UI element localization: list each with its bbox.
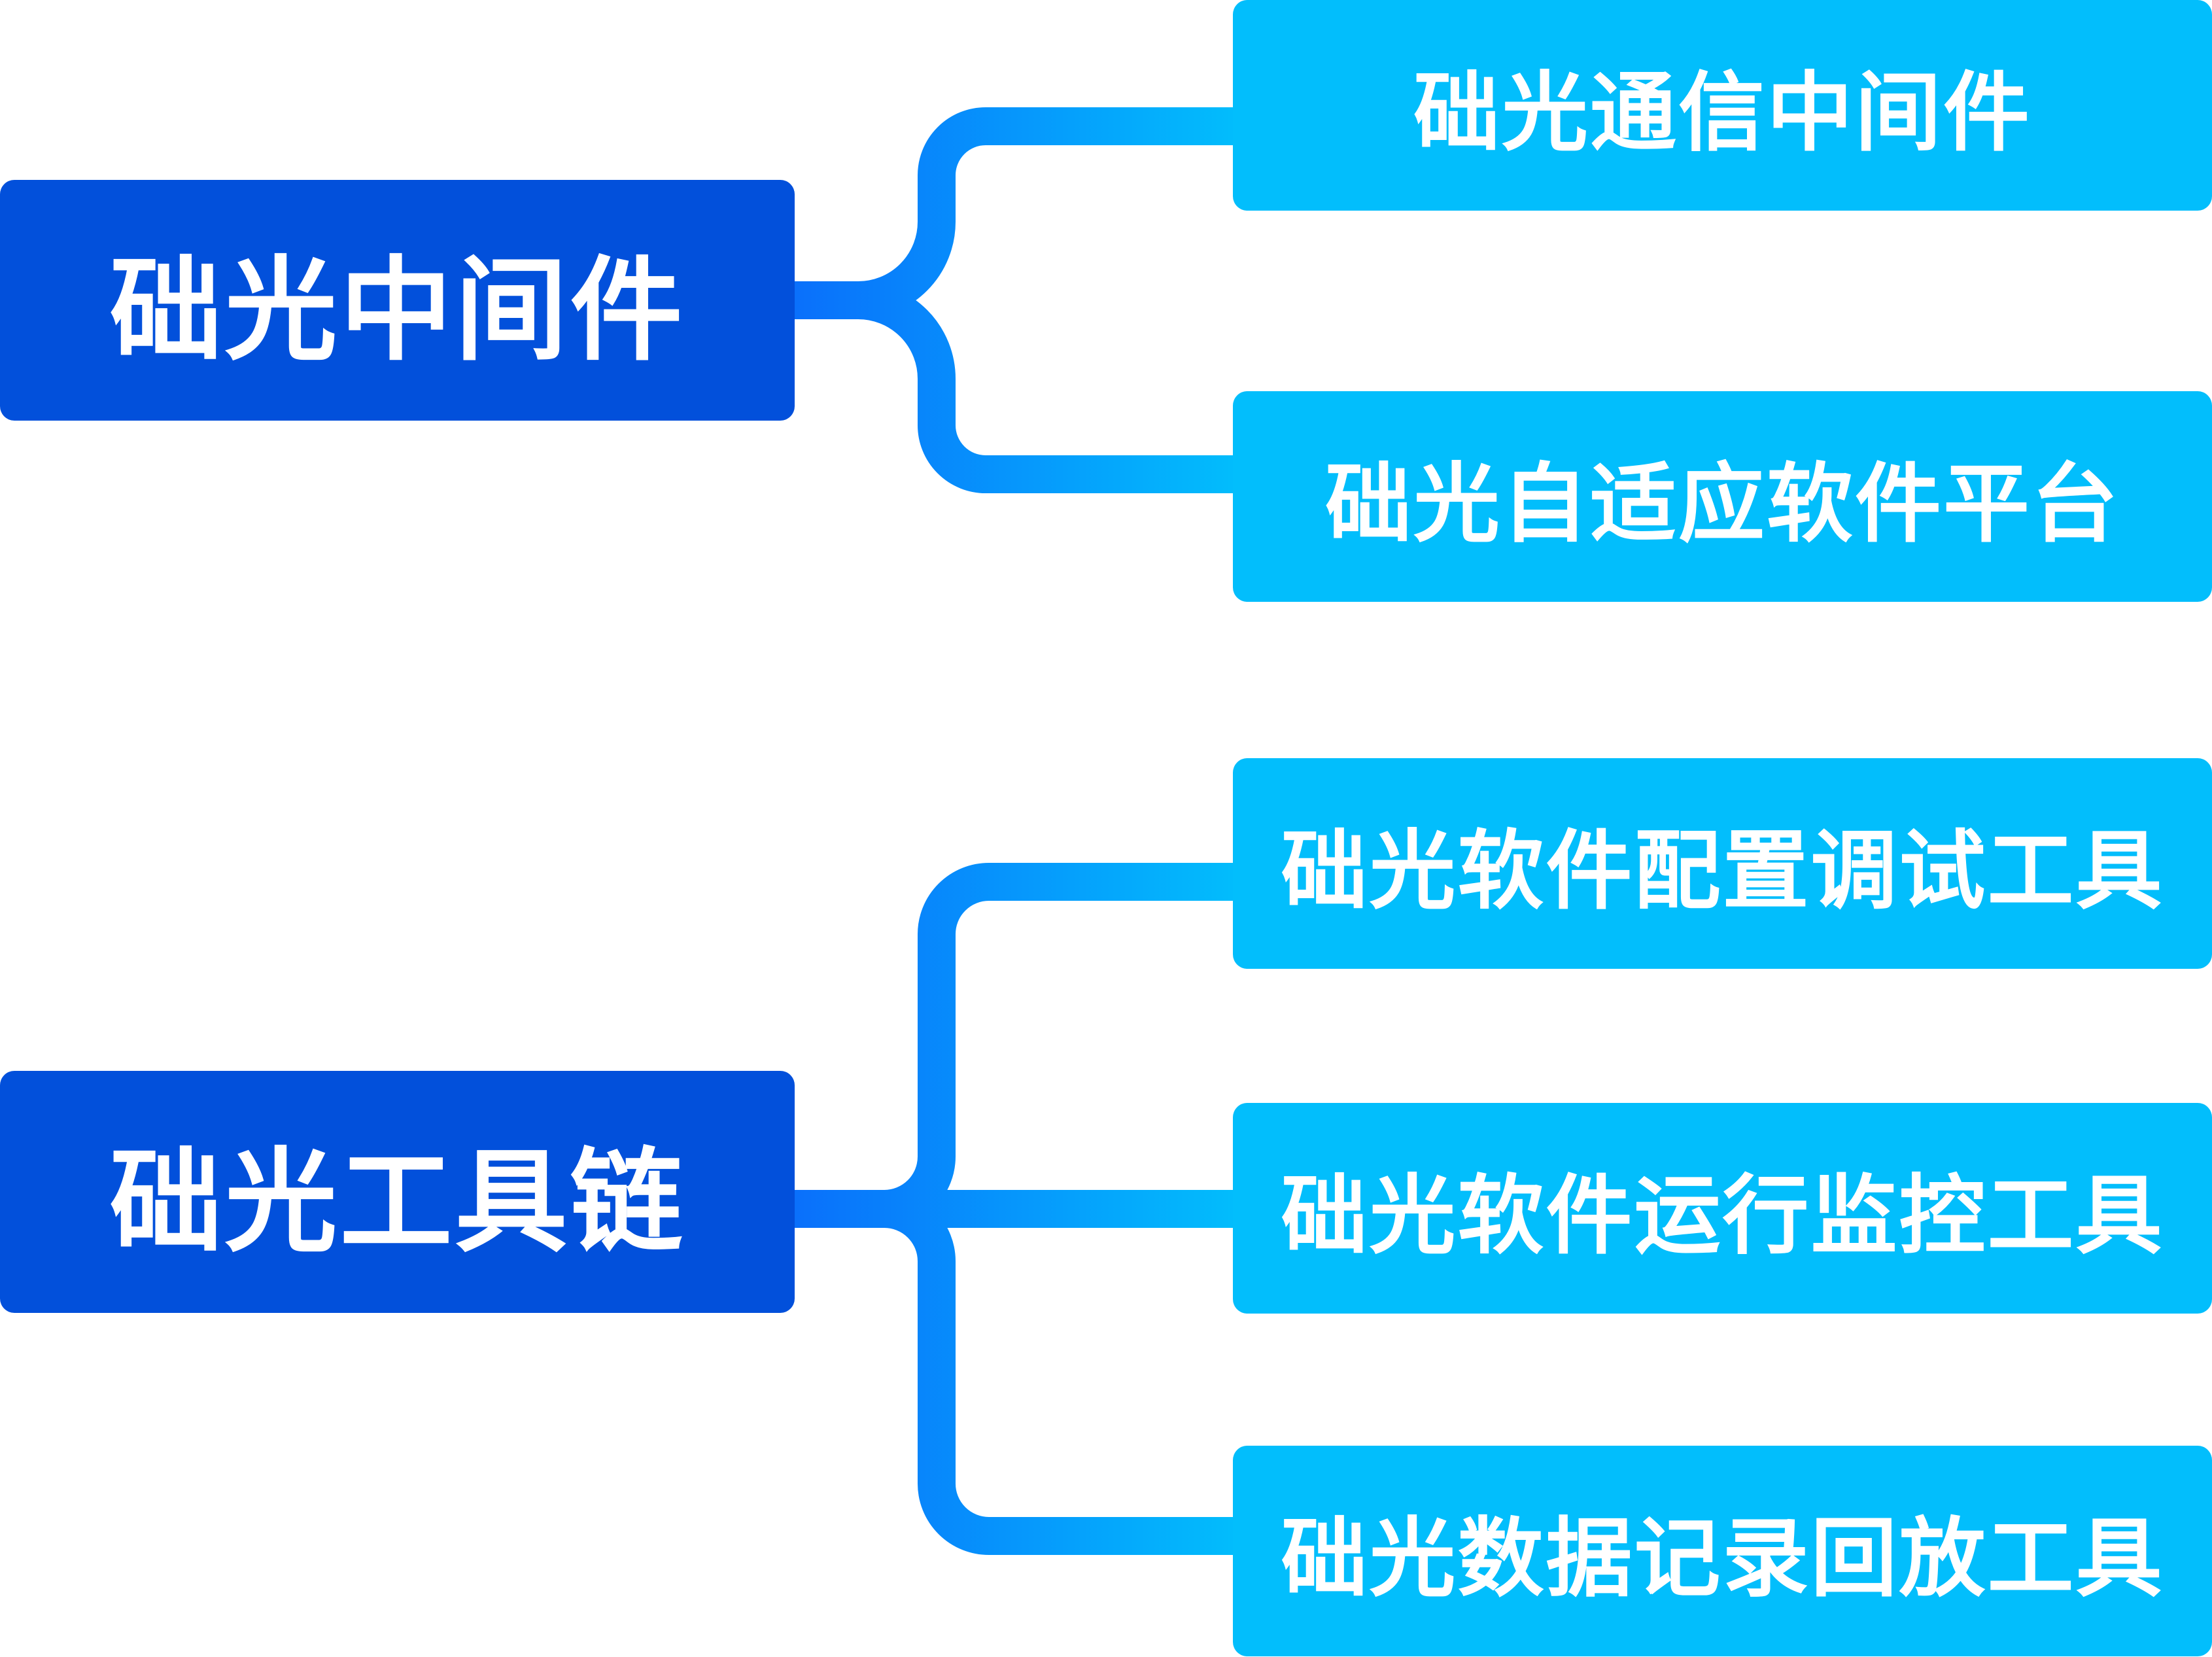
root-node-toolchain: 础光工具链 [0, 1071, 795, 1313]
leaf-node-label: 础光数据记录回放工具 [1281, 1508, 2164, 1609]
root-node-middleware: 础光中间件 [0, 180, 795, 421]
root-node-label: 础光中间件 [109, 245, 685, 376]
connector-branch-2-1 [883, 863, 1235, 1228]
connector-branch-1-1 [857, 107, 1235, 319]
leaf-node-label: 础光软件运行监控工具 [1281, 1165, 2164, 1266]
leaf-node-runtime-monitor-tool: 础光软件运行监控工具 [1233, 1103, 2212, 1314]
leaf-node-label: 础光软件配置调试工具 [1281, 820, 2164, 922]
connector-branch-2-3 [883, 1190, 1235, 1555]
leaf-node-communication-middleware: 础光通信中间件 [1233, 0, 2212, 211]
leaf-node-label: 础光自适应软件平台 [1325, 453, 2120, 555]
root-node-label: 础光工具链 [109, 1136, 685, 1268]
leaf-node-config-debug-tool: 础光软件配置调试工具 [1233, 758, 2212, 969]
leaf-node-label: 础光通信中间件 [1413, 62, 2031, 164]
connector-branch-1-2 [857, 281, 1235, 493]
leaf-node-record-replay-tool: 础光数据记录回放工具 [1233, 1446, 2212, 1656]
leaf-node-adaptive-platform: 础光自适应软件平台 [1233, 391, 2212, 602]
